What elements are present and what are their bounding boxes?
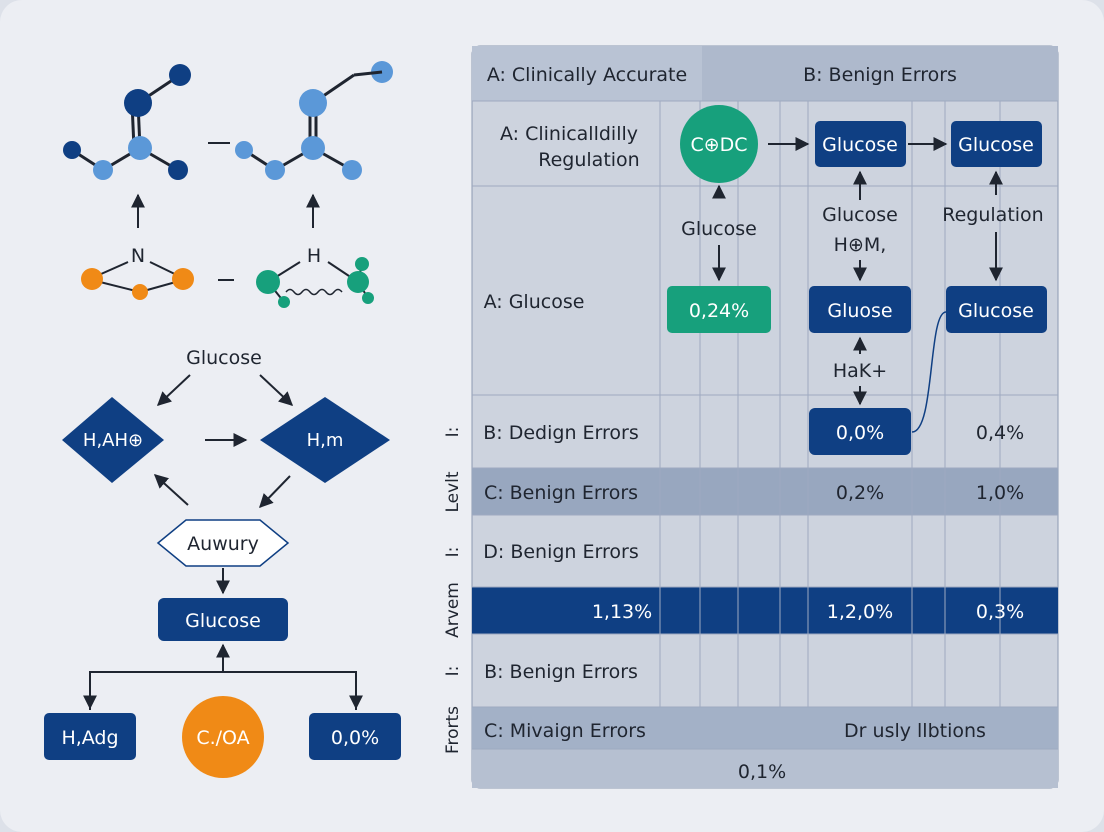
glucose-node-1 [815,121,906,167]
row3-value: 0,4% [976,422,1024,444]
row1-label-line1: A: Clinicalldilly [500,123,638,145]
teal-circle-node [680,105,758,183]
side-label-3: I: [443,547,463,558]
label-glucose-a: Glucose [681,218,757,240]
hexagon-label: Auwury [187,533,259,555]
glucose-node-3-label: Glucose [958,300,1034,322]
diamond-left-label: H,AH⊕ [83,430,143,451]
glucose-node-3 [946,286,1047,333]
diamond-right-label: H,m [307,430,344,451]
arrow-diamond-right-to-hex [259,475,291,509]
side-label-5: I: [443,666,463,677]
diamond-left [62,397,164,483]
side-label-2: Levlt [443,471,463,512]
label-glucose-b: Glucose [822,204,898,226]
label-hak: HaK+ [833,360,887,382]
header-a: A: Clinically Accurate [487,64,687,86]
diamond-right [260,397,390,483]
center-glucose-box [158,598,288,641]
bottom-orange-circle [182,696,264,778]
arrow-to-diamond-left [156,374,191,406]
gluose-node [809,286,911,333]
mol-n-label: N [131,245,145,267]
arrow-hex-to-diamond-left [153,474,189,506]
side-label-6: Frorts [443,706,463,754]
glucose-node-1-label: Glucose [822,134,898,156]
arrow-to-diamond-right [259,374,294,406]
glucose-node-2-label: Glucose [958,134,1034,156]
row4-value-1: 0,2% [836,482,884,504]
label-hm: H⊕M, [834,234,887,256]
row9-value: 0,1% [738,761,786,783]
label-regulation: Regulation [942,204,1043,226]
row3-label: B: Dedign Errors [483,422,639,444]
row6-value-2: 1,2,0% [827,601,893,623]
gluose-node-label: Gluose [827,300,892,322]
row7-label: B: Benign Errors [484,661,638,683]
row6-value-1: 1,13% [592,601,652,623]
glucose-node-2 [951,121,1042,167]
row8-value: Dr usly llbtions [844,720,986,742]
bottom-left-label: H,Adg [61,727,118,749]
side-label-1: I: [443,427,463,438]
bottom-right-label: 0,0% [331,727,379,749]
hexagon-node [156,519,290,567]
curve-connector [911,311,947,433]
row2-label: A: Glucose [484,291,585,313]
bottom-right-box [309,713,401,760]
header-b: B: Benign Errors [803,64,957,86]
table-background [471,45,1059,789]
row4-value-2: 1,0% [976,482,1024,504]
row6-value-3: 0,3% [976,601,1024,623]
molecule-right [235,61,393,180]
teal-value-box [667,286,771,333]
bottom-circle-label: C./OA [196,727,249,749]
molecule-n-ring: N [81,245,194,300]
row5-label: D: Benign Errors [483,541,638,563]
molecule-h-chain: H [256,245,374,308]
center-glucose-label: Glucose [185,610,261,632]
zero-value-node [809,408,911,455]
flow-top-label: Glucose [186,347,262,369]
row1-label-line2: Regulation [538,149,639,171]
bottom-left-box [44,713,136,760]
teal-value-label: 0,24% [689,300,749,322]
zero-value-label: 0,0% [836,422,884,444]
mol-h-label: H [307,245,321,267]
row8-label: C: Mivaign Errors [484,720,646,742]
row4-label: C: Benign Errors [484,482,638,504]
side-label-4: Arvem [443,582,463,638]
teal-circle-label: C⊕DC [690,134,747,156]
molecule-left [63,64,191,180]
